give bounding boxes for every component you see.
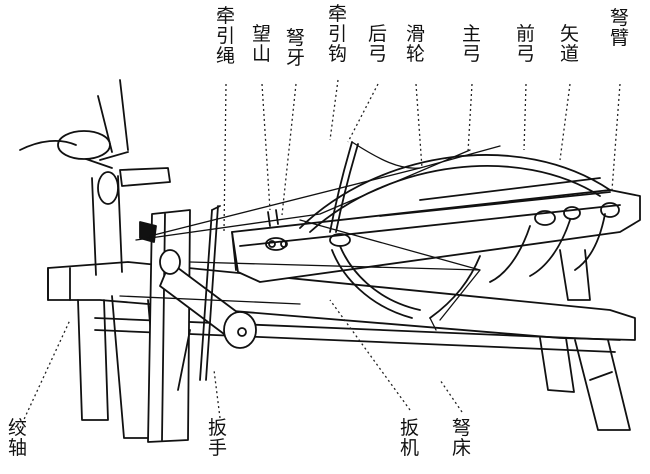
label-wangshan: 望山 bbox=[252, 23, 271, 65]
label-char: 弩 bbox=[610, 7, 629, 29]
label-nuchuang: 弩床 bbox=[452, 417, 471, 459]
label-char: 手 bbox=[208, 437, 227, 459]
label-char: 钩 bbox=[328, 43, 347, 65]
label-char: 引 bbox=[328, 23, 347, 45]
label-shidao: 矢道 bbox=[560, 23, 579, 65]
label-char: 绞 bbox=[8, 417, 27, 439]
label-char: 臂 bbox=[610, 27, 629, 49]
label-char: 弓 bbox=[516, 43, 535, 65]
crossbow-drawing bbox=[19, 79, 641, 443]
label-char: 牵 bbox=[328, 3, 347, 25]
label-qianyingou: 牵引钩 bbox=[328, 3, 347, 65]
label-qianyinsheng: 牵引绳 bbox=[216, 5, 235, 67]
label-char: 弓 bbox=[368, 43, 387, 65]
label-char: 矢 bbox=[560, 23, 579, 45]
label-nubi: 弩臂 bbox=[610, 7, 629, 49]
label-char: 弩 bbox=[286, 27, 305, 49]
label-char: 前 bbox=[516, 23, 535, 45]
label-char: 道 bbox=[560, 43, 579, 65]
top-labels: 牵引绳 望山 弩牙 牵引钩 后弓 滑轮 主弓 前弓 矢道 弩臂 bbox=[216, 3, 629, 69]
label-char: 轮 bbox=[406, 43, 425, 65]
label-hougong: 后弓 bbox=[368, 23, 387, 65]
label-char: 牵 bbox=[216, 5, 235, 27]
label-char: 扳 bbox=[400, 417, 419, 439]
label-char: 引 bbox=[216, 25, 235, 47]
label-char: 牙 bbox=[286, 47, 305, 69]
crossbow-stock bbox=[231, 189, 641, 283]
cords bbox=[119, 141, 501, 331]
label-char: 扳 bbox=[208, 417, 227, 439]
label-char: 绳 bbox=[216, 45, 235, 67]
label-qiangong: 前弓 bbox=[516, 23, 535, 65]
label-char: 望 bbox=[252, 23, 271, 45]
label-nuya: 弩牙 bbox=[286, 27, 305, 69]
bottom-labels: 绞轴 扳手 扳机 弩床 bbox=[8, 417, 471, 459]
label-char: 机 bbox=[400, 437, 419, 459]
label-char: 床 bbox=[452, 437, 471, 459]
label-char: 弩 bbox=[452, 417, 471, 439]
label-banji: 扳机 bbox=[400, 417, 419, 459]
label-banshou: 扳手 bbox=[208, 417, 227, 459]
crossbow-bed bbox=[47, 249, 636, 439]
label-hualun: 滑轮 bbox=[406, 23, 425, 65]
winch-assembly bbox=[19, 79, 257, 443]
label-jiaozhou: 绞轴 bbox=[8, 417, 27, 459]
label-char: 轴 bbox=[8, 437, 27, 459]
label-char: 后 bbox=[368, 23, 387, 45]
bows bbox=[299, 141, 611, 319]
label-zhugong: 主弓 bbox=[462, 23, 481, 65]
label-char: 滑 bbox=[406, 23, 425, 45]
label-char: 弓 bbox=[462, 43, 481, 65]
leader-lines bbox=[19, 79, 621, 429]
label-char: 山 bbox=[252, 43, 271, 65]
label-char: 主 bbox=[462, 23, 481, 45]
